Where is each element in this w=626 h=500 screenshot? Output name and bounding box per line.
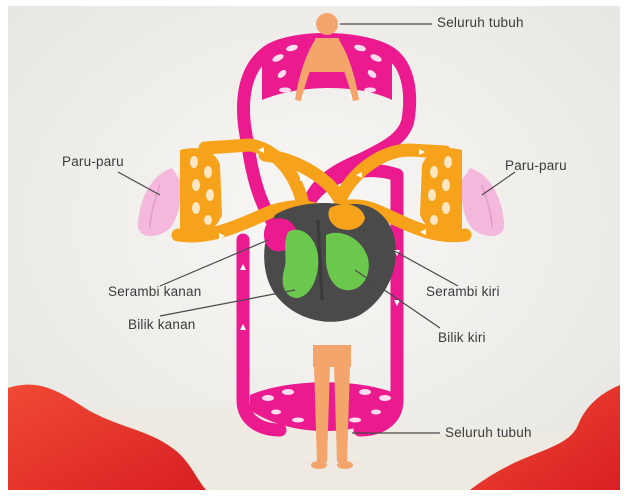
label-bottom-body: Seluruh tubuh xyxy=(445,425,532,440)
label-right-ventricle: Bilik kanan xyxy=(128,317,196,332)
right-lung-capillaries xyxy=(420,148,462,238)
left-lung-capillaries xyxy=(180,148,222,238)
label-left-atrium: Serambi kiri xyxy=(426,284,500,299)
label-top-body: Seluruh tubuh xyxy=(437,15,524,30)
label-right-atrium: Serambi kanan xyxy=(108,284,201,299)
label-lung-left: Paru-paru xyxy=(62,154,124,169)
label-lung-right: Paru-paru xyxy=(505,158,567,173)
label-left-ventricle: Bilik kiri xyxy=(438,330,486,345)
